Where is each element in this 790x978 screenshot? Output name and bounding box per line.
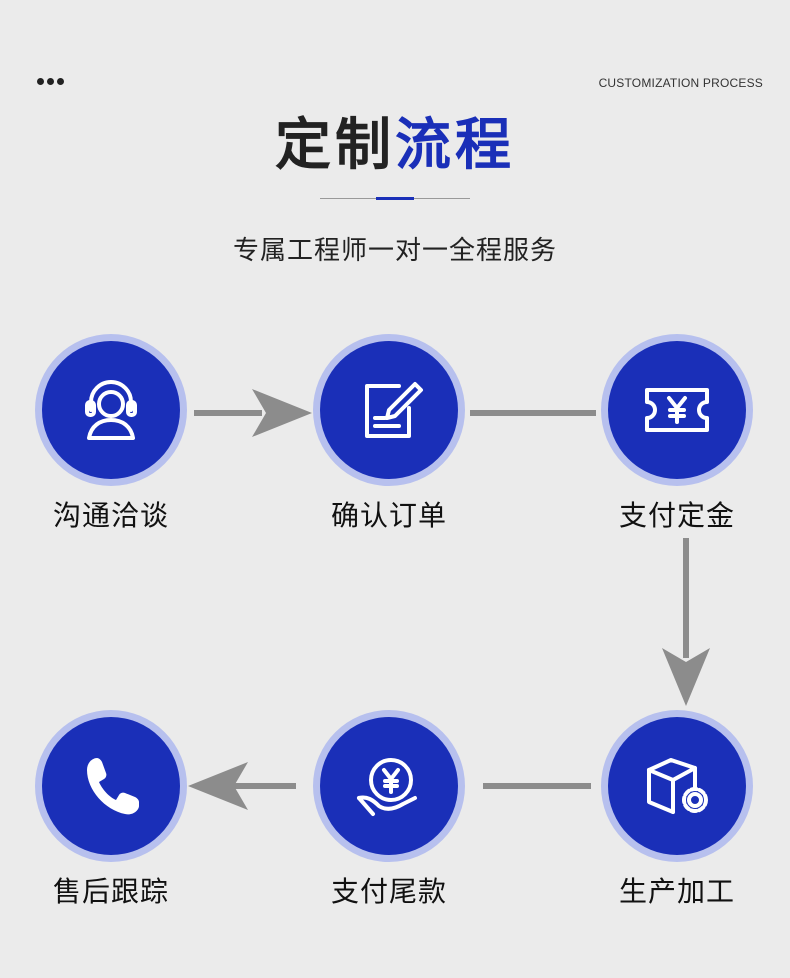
title-part-dark: 定制 [275, 113, 395, 178]
step-confirm-order [313, 334, 465, 486]
customer-service-headset-icon [85, 380, 137, 440]
subtitle-english: CUSTOMIZATION PROCESS [598, 76, 763, 90]
title-part-blue: 流程 [395, 113, 515, 178]
arrow-down-connector [662, 538, 710, 706]
step-deposit [601, 334, 753, 486]
step-final-payment [313, 710, 465, 862]
step-production [601, 710, 753, 862]
phone-icon [87, 758, 139, 815]
arrow-left-connector [188, 762, 296, 810]
tagline: 专属工程师一对一全程服务 [232, 236, 557, 266]
step-after-sales [35, 710, 187, 862]
box-gear-icon [647, 758, 708, 814]
title-divider-accent [376, 197, 414, 200]
line-connector-bottom [483, 783, 591, 789]
yuan-ticket-icon [645, 388, 709, 432]
step-label-deposit: 支付定金 [618, 499, 735, 532]
arrow-right-connector [194, 389, 312, 437]
line-connector-top [470, 410, 596, 416]
step-label-confirm-order: 确认订单 [330, 499, 447, 532]
yuan-coin-hand-icon [357, 758, 417, 816]
step-negotiation [35, 334, 187, 486]
document-edit-icon [365, 382, 423, 438]
step-label-final-payment: 支付尾款 [330, 875, 447, 908]
more-dots-icon [37, 78, 64, 85]
step-label-production: 生产加工 [618, 875, 735, 908]
step-label-after-sales: 售后跟踪 [52, 875, 169, 908]
step-label-negotiation: 沟通洽谈 [52, 499, 169, 532]
page-title: 定制流程 [0, 100, 790, 181]
